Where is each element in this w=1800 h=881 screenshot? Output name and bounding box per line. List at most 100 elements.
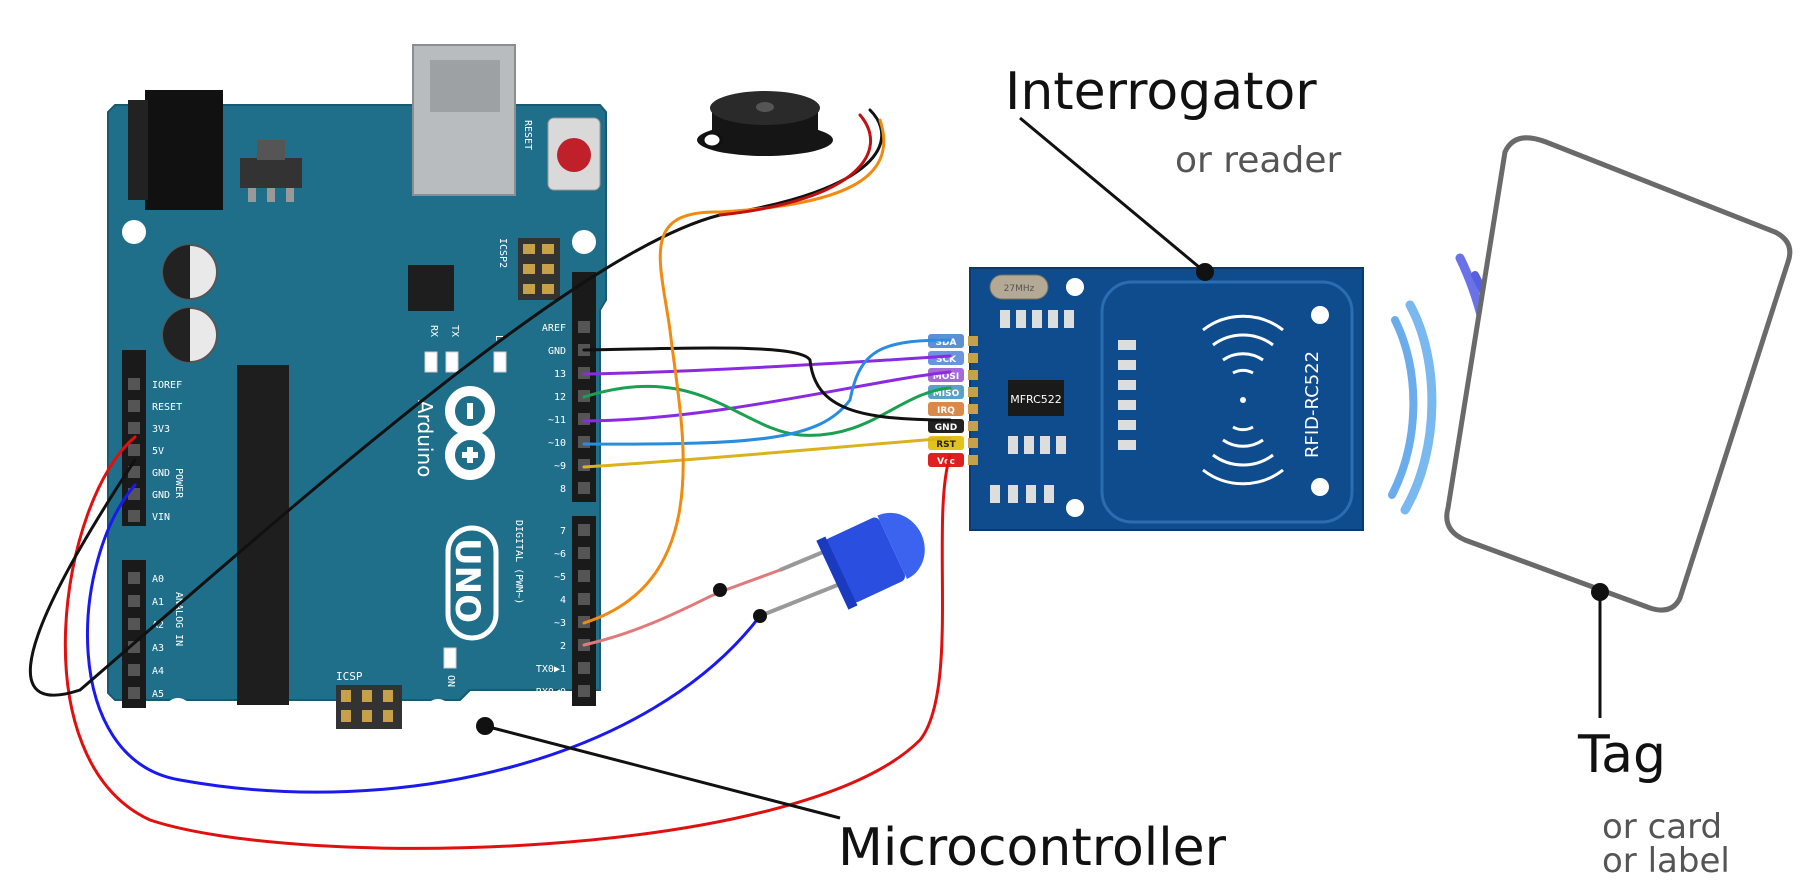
- analog-pin: [128, 664, 140, 676]
- chip-label: MFRC522: [1010, 393, 1062, 406]
- arduino-logo: [445, 386, 495, 480]
- digital-pin-label: TX0▶1: [536, 664, 566, 675]
- digital-pin: [578, 436, 590, 448]
- usb-chip: [408, 265, 454, 311]
- on-led-label: ON: [445, 675, 456, 687]
- analog-pin-label: A5: [152, 689, 164, 700]
- digital-pin-label: ~6: [554, 549, 566, 560]
- interrogator-pointer: [1019, 116, 1206, 274]
- microcontroller-pointer: [484, 724, 841, 820]
- rfid-tag-card: [1444, 135, 1793, 613]
- digital-pin-label: AREF: [542, 323, 566, 334]
- wire-sda: [582, 338, 952, 446]
- rfid-pin-gnd: GND: [928, 419, 978, 433]
- digital-pin-label: GND: [548, 346, 566, 357]
- atmega-chip: [237, 365, 289, 705]
- wire-gnd: [582, 346, 952, 422]
- tag-sublabel-label: or label: [1602, 841, 1730, 881]
- icsp2-header: [518, 238, 560, 300]
- digital-pin: [578, 321, 590, 333]
- power-pin-label: 5V: [152, 446, 164, 457]
- analog-pin-label: A1: [152, 597, 164, 608]
- digital-pin-label: 7: [560, 526, 566, 537]
- voltage-regulator: [240, 158, 302, 188]
- blue-led: [713, 512, 925, 623]
- digital-header-bottom: [572, 516, 596, 706]
- icsp-label: ICSP: [336, 670, 363, 683]
- digital-pin-label: 12: [554, 392, 566, 403]
- rfid-pin-label: GND: [935, 423, 957, 433]
- crystal: [989, 274, 1049, 300]
- rfid-pin-label: SCK: [936, 355, 957, 365]
- digital-section-label: DIGITAL (PWM~): [513, 520, 524, 604]
- analog-pin: [128, 595, 140, 607]
- digital-pin-label: 8: [560, 484, 566, 495]
- analog-pin-label: A0: [152, 574, 164, 585]
- digital-pin-label: ~10: [548, 438, 566, 449]
- power-pin-label: GND: [152, 468, 170, 479]
- digital-pin-label: RX0◀0: [536, 687, 566, 698]
- analog-pin-label: A4: [152, 666, 164, 677]
- buzzer: [697, 91, 833, 156]
- interrogator-sublabel: or reader: [1175, 140, 1342, 181]
- crystal-label: 27MHz: [1004, 284, 1035, 294]
- digital-pin: [578, 413, 590, 425]
- l-led-label: L: [493, 335, 504, 341]
- rfid-pin-label: Vcc: [937, 457, 955, 467]
- power-pin-label: 3V3: [152, 424, 170, 435]
- analog-pin-label: A2: [152, 620, 164, 631]
- analog-pin: [128, 618, 140, 630]
- wire-buzzer-signal: [582, 118, 886, 625]
- power-pin: [128, 400, 140, 412]
- wire-led-signal: [582, 568, 782, 647]
- arduino-brand-label: Arduino: [413, 400, 437, 477]
- power-pin: [128, 422, 140, 434]
- digital-pin: [578, 524, 590, 536]
- rfid-rc522-board: RFID-RC522 MFRC522 27MHz: [969, 267, 1364, 531]
- digital-pin: [578, 570, 590, 582]
- rfid-model-label: RFID-RC522: [1302, 351, 1323, 458]
- tx-label: TX: [449, 325, 460, 337]
- analog-pin: [128, 687, 140, 699]
- wires: [28, 108, 952, 850]
- rfid-pin-sck: SCK: [928, 351, 978, 365]
- digital-pin-label: ~3: [554, 618, 566, 629]
- rfid-pin-label: SDA: [936, 338, 957, 348]
- digital-pin-label: 13: [554, 369, 566, 380]
- icsp2-label: ICSP2: [497, 238, 508, 268]
- uno-label: UNO: [447, 538, 487, 623]
- antenna-waves: [1202, 314, 1284, 486]
- wire-sck: [582, 354, 952, 376]
- power-section-label: POWER: [173, 468, 184, 499]
- wire-miso: [582, 384, 952, 437]
- rfid-pin-label: MISO: [933, 389, 960, 399]
- wire-led-gnd: [86, 483, 762, 794]
- digital-pin-label: ~11: [548, 415, 566, 426]
- wire-mosi: [582, 370, 952, 423]
- digital-pin: [578, 685, 590, 697]
- analog-section-label: ANALOG IN: [173, 592, 184, 646]
- rfid-pin-vcc: Vcc: [928, 453, 978, 467]
- power-pin-label: GND: [152, 490, 170, 501]
- digital-pin: [578, 482, 590, 494]
- digital-pin: [578, 459, 590, 471]
- digital-pin-label: ~9: [554, 461, 566, 472]
- digital-pin: [578, 662, 590, 674]
- digital-pin: [578, 547, 590, 559]
- reset-button: [557, 138, 591, 172]
- wire-vcc: [63, 435, 952, 850]
- tag-sublabel-card: or card: [1602, 807, 1723, 847]
- wire-rst: [582, 436, 952, 469]
- mfrc522-chip: [1008, 380, 1064, 416]
- rfid-pin-label: IRQ: [937, 406, 955, 416]
- analog-header: [122, 560, 146, 708]
- tag-label: Tag: [1578, 725, 1667, 785]
- rfid-pin-irq: IRQ: [928, 402, 978, 416]
- rfid-pin-label: MOSI: [933, 372, 959, 382]
- interrogator-label: Interrogator: [1005, 62, 1317, 122]
- power-pin-label: VIN: [152, 512, 170, 523]
- power-pin: [128, 466, 140, 478]
- analog-pin: [128, 572, 140, 584]
